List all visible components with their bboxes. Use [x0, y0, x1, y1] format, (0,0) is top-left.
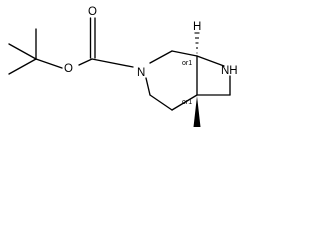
azetidine-nh-label: NH	[221, 65, 238, 77]
chemical-structure: O O N NH H or1 or1	[8, 6, 238, 127]
carbonyl-oxygen-label: O	[88, 6, 97, 18]
solid-wedge-bond	[193, 96, 201, 127]
bond-az-c1-nh	[196, 55, 225, 67]
bond-ring-ch2b-ch2c	[149, 94, 173, 111]
bond-ring-ch2c-n	[145, 77, 151, 96]
bond-tbu-2	[8, 58, 37, 75]
bond-ring-ch2a-c1	[171, 50, 198, 57]
bond-ring-n-ch2a	[149, 50, 173, 64]
stereo-label-lower: or1	[182, 99, 192, 106]
bond-ring-c6-ch2b	[171, 94, 198, 111]
ester-oxygen-label: O	[64, 63, 73, 75]
hashed-wedge-bond	[194, 32, 200, 54]
bond-c-n	[91, 58, 134, 68]
stereo-label-upper: or1	[182, 60, 192, 67]
bond-o-c	[78, 58, 93, 66]
bond-tbu-o	[35, 58, 63, 69]
structure-canvas: O O N NH H or1 or1	[8, 6, 238, 127]
bridgehead-h-label: H	[193, 21, 201, 33]
ring-nitrogen-label: N	[137, 67, 145, 79]
bond-tbu-1	[8, 43, 37, 60]
